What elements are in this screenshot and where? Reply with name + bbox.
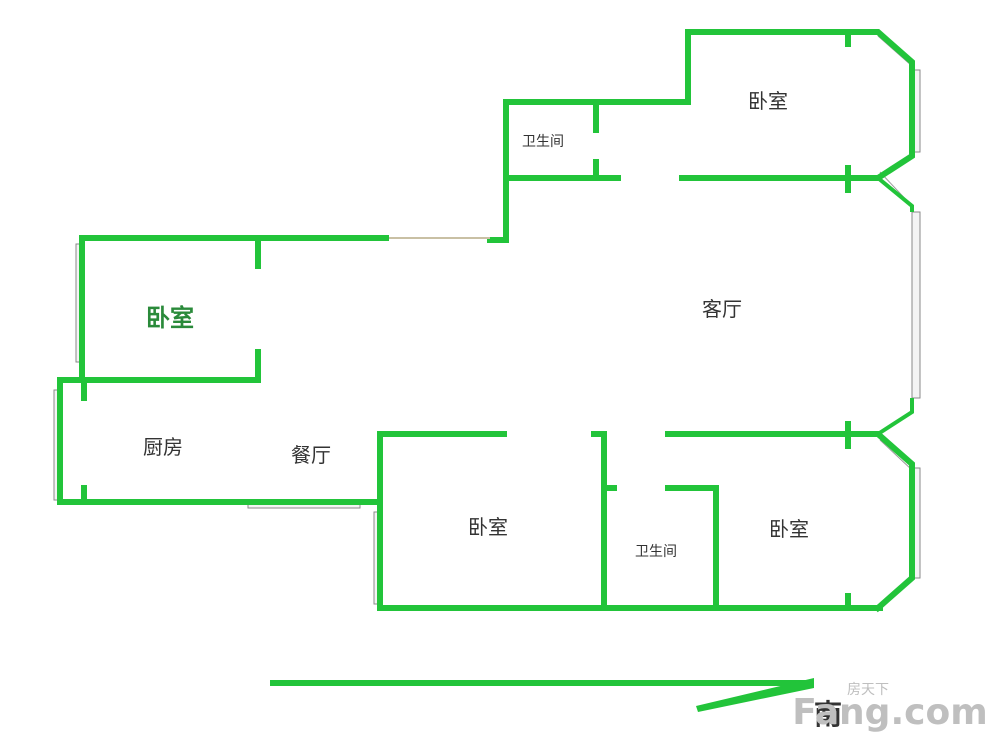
room-labels: 卧室 卫生间 卧室 客厅 厨房 餐厅 卧室 卫生间 卧室 bbox=[143, 89, 809, 560]
watermark-sub: 房天下 bbox=[847, 682, 889, 698]
label-bedroom-top-right: 卧室 bbox=[748, 89, 788, 113]
watermark: 房天下 Fang.com bbox=[792, 682, 987, 733]
wall-top-bathroom bbox=[487, 99, 691, 243]
label-bath-top: 卫生间 bbox=[522, 134, 564, 150]
wall-bottom-bathroom bbox=[591, 431, 607, 611]
label-bath-bottom: 卫生间 bbox=[635, 544, 677, 560]
walls bbox=[57, 29, 915, 613]
compass-arrow: 南 bbox=[270, 678, 842, 731]
label-bedroom-bottom-right: 卧室 bbox=[769, 517, 809, 541]
wall-top-right-bedroom bbox=[679, 29, 915, 181]
compass-label: 南 bbox=[814, 698, 842, 731]
wall-kitchen bbox=[57, 377, 381, 505]
wall-bottom-bedroom bbox=[377, 431, 883, 611]
label-bedroom-left: 卧室 bbox=[146, 304, 194, 332]
label-kitchen: 厨房 bbox=[143, 435, 183, 459]
watermark-main: Fang.com bbox=[792, 692, 987, 733]
wall-bottom-right-bedroom bbox=[665, 431, 915, 613]
wall-left-bedroom bbox=[79, 235, 389, 383]
window-living-right bbox=[911, 211, 921, 399]
label-bedroom-bottom-mid: 卧室 bbox=[468, 515, 508, 539]
label-dining: 餐厅 bbox=[291, 443, 331, 467]
label-living: 客厅 bbox=[702, 297, 742, 321]
